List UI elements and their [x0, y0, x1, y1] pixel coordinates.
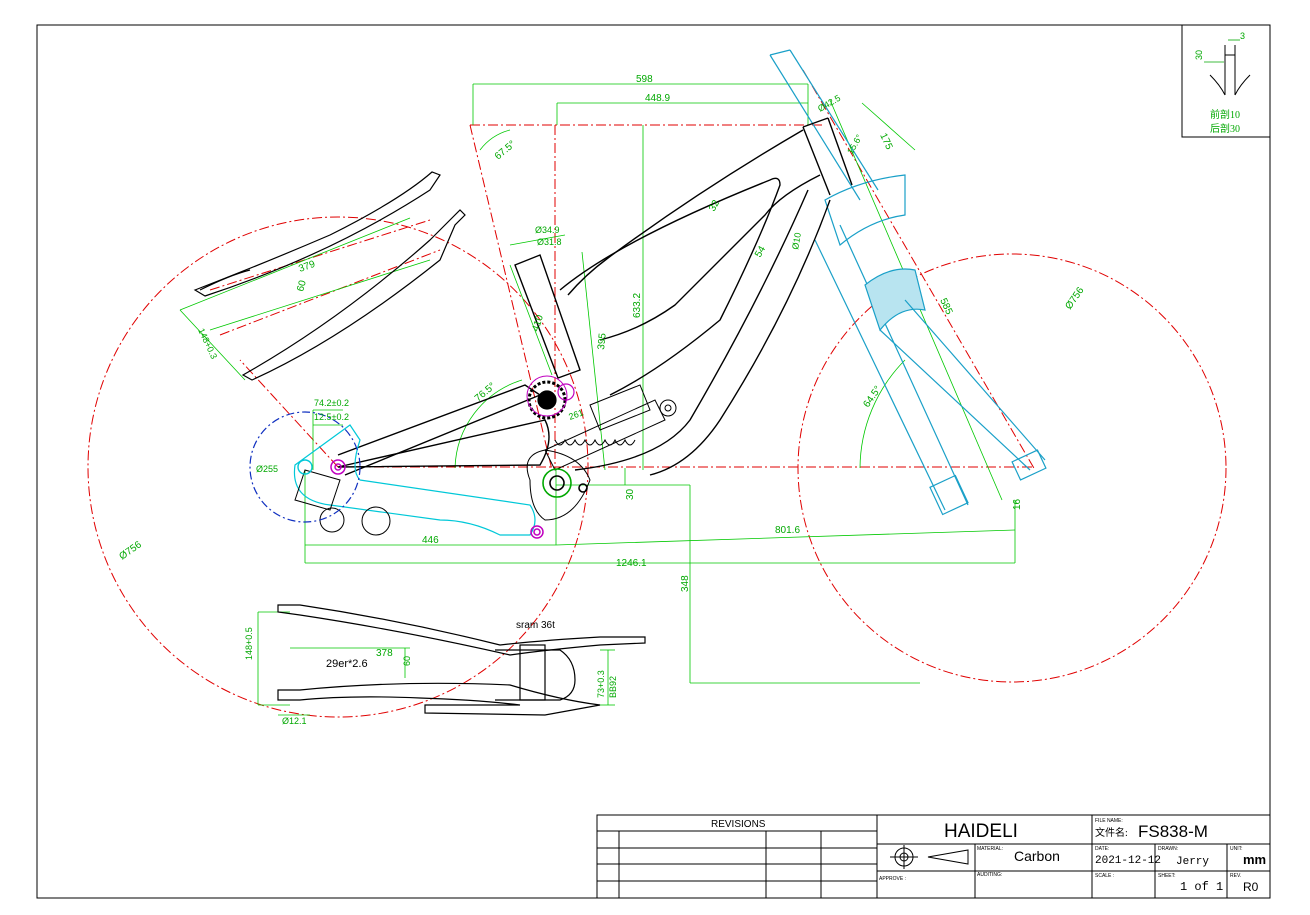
- dim-seat-31-8: Ø31.8: [537, 237, 562, 247]
- main-pivot: [542, 468, 588, 498]
- dim-175: 175: [877, 132, 894, 152]
- dim-12-1: Ø12.1: [282, 716, 307, 726]
- dim-bb92: BB92: [608, 676, 618, 698]
- chainring-label: sram 36t: [516, 620, 555, 631]
- sheet-label: SHEET:: [1158, 873, 1176, 879]
- dim-633-2: 633.2: [632, 293, 643, 318]
- dim-30: 30: [625, 488, 636, 500]
- dim-801-6: 801.6: [775, 525, 800, 536]
- dim-54: 54: [753, 244, 768, 260]
- dim-74-2: 74.2±0.2: [314, 398, 349, 408]
- tire-label: 29er*2.6: [326, 658, 368, 670]
- drawn-label: DRAWN:: [1158, 846, 1178, 852]
- dim-448-9: 448.9: [645, 93, 670, 104]
- dim-stay-148: 148+0.3: [196, 327, 219, 361]
- dim-446: 446: [422, 535, 439, 546]
- detail-dim-3: 3: [1240, 31, 1245, 41]
- rear-wheel-outline: [87, 216, 589, 718]
- detail-box: 3 30 前剖10 后剖30: [1181, 24, 1271, 138]
- material-label: MATERIAL:: [977, 846, 1003, 852]
- sheet-value: 1 of 1: [1180, 880, 1223, 894]
- detail-rear-label: 后剖30: [1210, 122, 1240, 135]
- dim-348: 348: [680, 575, 691, 592]
- pivots: [330, 375, 568, 539]
- date-label: DATE:: [1095, 846, 1109, 852]
- file-name-cn: 文件名:: [1095, 826, 1128, 839]
- drawn-value: Jerry: [1176, 856, 1209, 868]
- company-name: HAIDELI: [944, 821, 1018, 842]
- dim-148-b: 148+0.5: [244, 627, 254, 660]
- file-name-label: FILE NAME:: [1095, 818, 1123, 824]
- dim-585: 585: [937, 297, 954, 317]
- rear-shock: [544, 384, 677, 471]
- rev-value: R0: [1243, 880, 1259, 894]
- dim-598: 598: [636, 74, 653, 85]
- dim-12-5: 12.5±0.2: [314, 412, 349, 422]
- dim-head-angle: 64.5°: [861, 384, 883, 410]
- dimension-lines: [179, 83, 1016, 716]
- dim-seat-angle: 67.5°: [493, 139, 518, 163]
- brake-rotor: [249, 411, 361, 523]
- rear-hub: [297, 459, 313, 475]
- approve-label: APPROVE :: [879, 876, 906, 882]
- sheet-border: [36, 24, 1271, 899]
- revisions-label: REVISIONS: [711, 819, 766, 830]
- dim-261: 261: [567, 407, 585, 422]
- title-block: [596, 814, 1271, 899]
- main-frame: [337, 117, 853, 476]
- dim-32: 32: [707, 198, 722, 214]
- dim-dia-10: Ø10: [790, 232, 803, 250]
- dim-front-wheel: Ø756: [1063, 285, 1086, 312]
- dim-378: 378: [376, 648, 393, 659]
- auditing-label: AUDITING:: [977, 872, 1002, 878]
- dim-395: 395: [596, 332, 609, 350]
- detail-dim-30: 30: [1194, 50, 1204, 60]
- dim-73: 73+0.3: [596, 670, 606, 698]
- front-fork: [769, 49, 1047, 516]
- dim-60-b: 60: [402, 656, 412, 666]
- dim-410: 410: [530, 313, 546, 333]
- material-value: Carbon: [1014, 848, 1060, 864]
- dim-seat-34-9: Ø34.9: [535, 225, 560, 235]
- date-value: 2021-12-12: [1095, 855, 1161, 867]
- front-wheel-outline: [797, 253, 1227, 683]
- dim-top-dia: Ø42.5: [816, 93, 842, 114]
- seatstay-top-view: [193, 171, 466, 381]
- scale-label: SCALE :: [1095, 873, 1114, 879]
- chainring: [527, 380, 575, 420]
- file-name-value: FS838-M: [1138, 822, 1208, 841]
- unit-value: mm: [1243, 852, 1266, 867]
- dim-stay-60: 60: [295, 279, 309, 293]
- dim-rear-wheel: Ø756: [117, 539, 144, 562]
- detail-front-label: 前剖10: [1210, 108, 1240, 121]
- dim-1246-1: 1246.1: [616, 558, 647, 569]
- dim-15-6: 15.6°: [845, 132, 864, 156]
- unit-label: UNIT:: [1230, 846, 1243, 852]
- centerlines: [209, 69, 1036, 471]
- chainstay-bottom-view: [277, 604, 646, 716]
- swingarm: [293, 424, 536, 536]
- rev-label: REV.: [1230, 873, 1241, 879]
- dim-16: 16: [1012, 498, 1023, 510]
- dim-rotor: Ø255: [256, 464, 278, 474]
